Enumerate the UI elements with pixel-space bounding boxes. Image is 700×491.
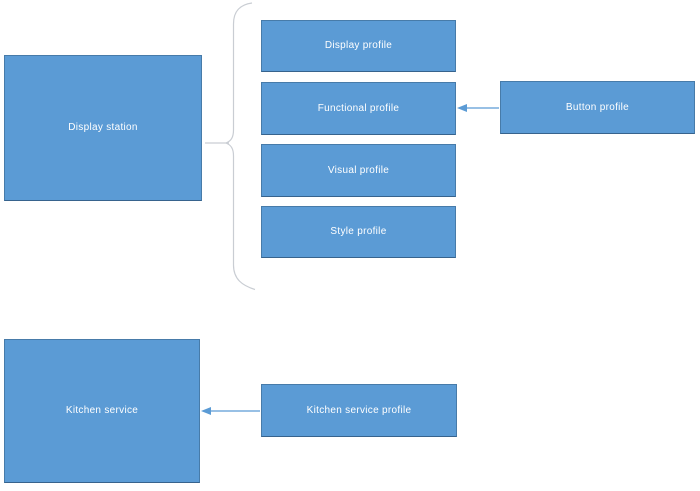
button-profile-arrow-connector[interactable]	[457, 104, 499, 112]
shape-style-profile[interactable]: Style profile	[261, 206, 456, 258]
shape-kitchen-service[interactable]: Kitchen service	[4, 339, 200, 483]
shape-label: Functional profile	[317, 102, 400, 114]
brace-connector[interactable]	[224, 2, 256, 291]
shape-label: Visual profile	[327, 164, 390, 176]
arrowhead-left-icon	[457, 104, 467, 112]
kitchen-service-arrow-connector[interactable]	[201, 407, 260, 415]
shape-display-station[interactable]: Display station	[4, 55, 202, 201]
shape-label: Display profile	[324, 40, 393, 51]
shape-label: Style profile	[330, 226, 387, 237]
shape-button-profile[interactable]: Button profile	[500, 81, 695, 134]
shape-label: Display station	[68, 122, 138, 133]
shape-kitchen-service-profile[interactable]: Kitchen service profile	[261, 384, 457, 437]
shape-label: Kitchen service profile	[306, 404, 412, 416]
shape-visual-profile[interactable]: Visual profile	[261, 144, 456, 197]
shape-functional-profile[interactable]: Functional profile	[261, 82, 456, 135]
shape-label: Kitchen service	[65, 405, 139, 416]
shape-display-profile[interactable]: Display profile	[261, 20, 456, 72]
arrowhead-left-icon	[201, 407, 211, 415]
shape-label: Button profile	[565, 101, 630, 113]
